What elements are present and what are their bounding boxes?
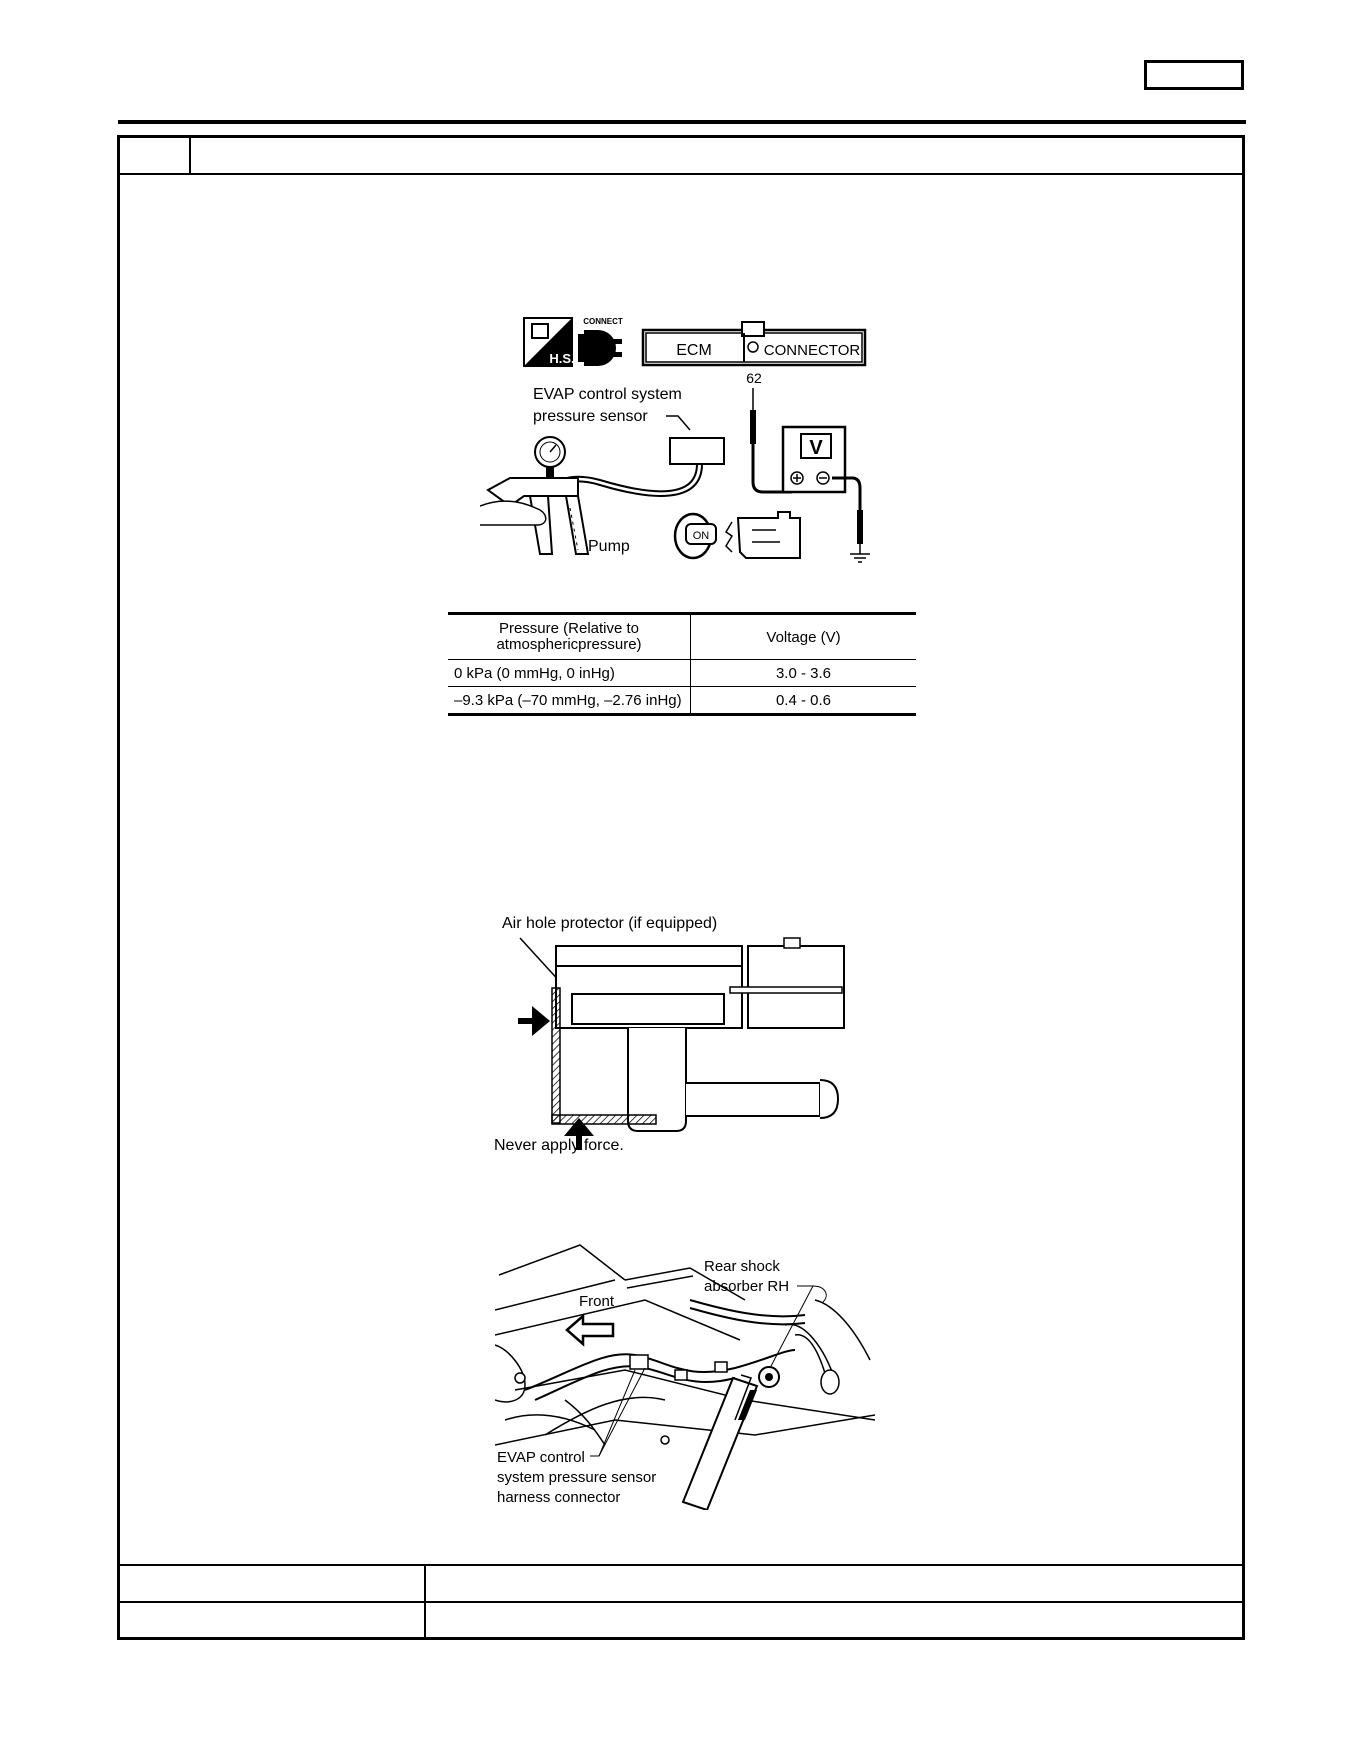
pressure-sensor-box — [669, 437, 725, 465]
rear-shock-absorber — [681, 1366, 780, 1510]
bottom-force-arrow — [564, 1118, 594, 1150]
step-number-cell-divider — [189, 137, 191, 174]
connector-location-figure: Front Rear shock absorber RH EVAP contro… — [495, 1244, 875, 1510]
sensor-label-line1: EVAP control system — [533, 386, 682, 403]
connect-plug-icon: CONNECT — [578, 317, 623, 366]
protector-label: Air hole protector (if equipped) — [502, 915, 717, 932]
shock-label-line1: Rear shock — [704, 1258, 780, 1275]
pump-label: Pump — [588, 538, 630, 555]
table-row: 0 kPa (0 mmHg, 0 inHg) 3.0 - 3.6 — [448, 659, 916, 687]
voltmeter-label: V — [809, 437, 823, 459]
section-code-box — [1144, 60, 1244, 90]
hand-tool-icon: H.S. — [523, 317, 575, 367]
harness-connector — [629, 1354, 649, 1370]
procedure-frame — [117, 135, 1245, 1640]
caution-label: Never apply force. — [494, 1137, 624, 1154]
sensor-voltage-check-figure: H.S. CONNECT ECM CONNECTOR 62 EVAP contr… — [480, 317, 870, 563]
connector-label-line1: EVAP control — [497, 1449, 585, 1466]
ecm-label: ECM — [676, 342, 712, 359]
hs-label: H.S. — [549, 351, 574, 366]
ecm-connector: ECM CONNECTOR — [641, 321, 867, 367]
result-row-divider-top — [120, 1564, 1242, 1566]
pressure-cell: –9.3 kPa (–70 mmHg, –2.76 inHg) — [448, 686, 691, 716]
ignition-on-icon: ON — [673, 512, 717, 560]
connector-label: CONNECTOR — [764, 342, 861, 359]
air-hole-protector-figure: Air hole protector (if equipped) Never a… — [494, 915, 845, 1154]
result-column-divider — [424, 1564, 426, 1637]
pressure-cell: 0 kPa (0 mmHg, 0 inHg) — [448, 659, 691, 687]
ignition-label: ON — [693, 530, 710, 542]
voltage-cell: 3.0 - 3.6 — [690, 659, 916, 687]
terminal-number: 62 — [746, 370, 762, 386]
engine-running-icon — [724, 511, 801, 559]
table-row: –9.3 kPa (–70 mmHg, –2.76 inHg) 0.4 - 0.… — [448, 686, 916, 716]
voltage-column-header: Voltage (V) — [690, 612, 916, 660]
side-force-arrow — [518, 1006, 550, 1036]
connector-label-line3: harness connector — [497, 1489, 620, 1506]
step-row-divider — [120, 173, 1242, 175]
front-direction-arrow — [565, 1313, 615, 1347]
front-label: Front — [579, 1293, 615, 1310]
shock-label-line2: absorber RH — [704, 1278, 789, 1295]
hand-pump — [480, 436, 590, 555]
header-rule — [118, 120, 1246, 124]
voltmeter: V — [750, 388, 870, 563]
connector-label-line2: system pressure sensor — [497, 1469, 656, 1486]
connect-label: CONNECT — [583, 317, 623, 326]
result-row-divider-middle — [120, 1601, 1242, 1603]
air-hole-protector — [551, 987, 561, 1124]
sensor-label-line2: pressure sensor — [533, 408, 648, 425]
voltage-cell: 0.4 - 0.6 — [690, 686, 916, 716]
